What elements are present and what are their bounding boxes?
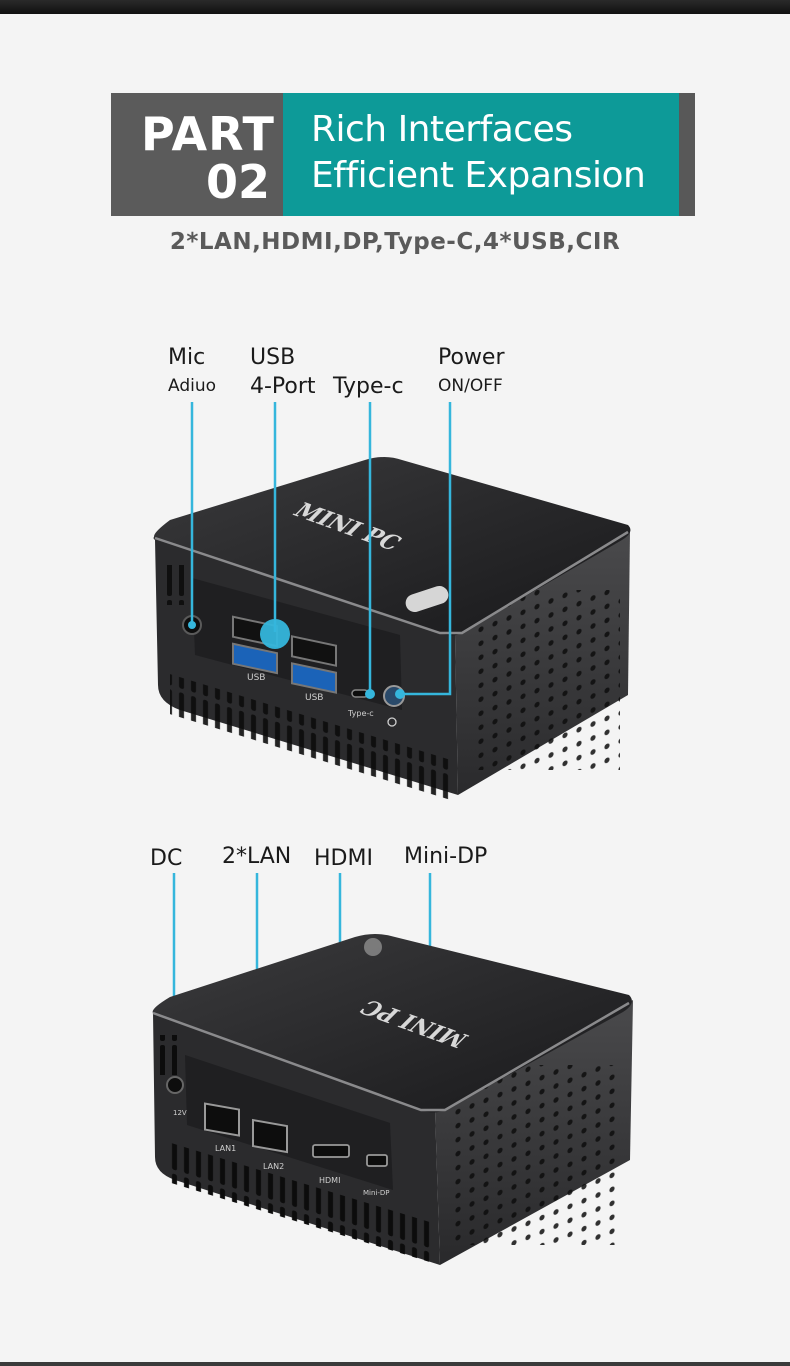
typec-port-label: Type-c	[347, 709, 374, 718]
usb-left-port-label: USB	[247, 673, 265, 683]
section-banner: PART 02 Rich Interfaces Efficient Expans…	[111, 93, 695, 216]
banner-title-line1: Rich Interfaces	[311, 109, 573, 150]
callout-hdmi: HDMI	[314, 846, 373, 871]
part-label: PART	[141, 107, 275, 161]
bottom-divider	[0, 1362, 790, 1366]
callout-minidp: Mini-DP	[404, 844, 488, 869]
mini-pc-back-image: MINI PC 12V LAN1 LAN2 HDMI Mini-DP	[152, 934, 633, 1265]
callout-lan: 2*LAN	[222, 844, 292, 869]
banner-title-line2: Efficient Expansion	[311, 155, 646, 196]
banner-edge	[679, 93, 695, 216]
callout-mic: Mic	[168, 345, 206, 370]
part-number: 02	[206, 155, 271, 209]
top-image-strip	[0, 0, 790, 14]
intel-logo	[405, 585, 449, 613]
usb-right-port-label: USB	[305, 693, 323, 703]
dc-port-label: 12V	[173, 1109, 187, 1117]
mini-pc-front-image: MINI PC USB USB Type-c	[153, 457, 631, 800]
minidp-port-label: Mini-DP	[363, 1189, 390, 1197]
lan1-port-label: LAN1	[215, 1144, 236, 1153]
callout-dc: DC	[150, 846, 183, 871]
callout-usb: USB	[250, 345, 296, 370]
callout-power: Power	[438, 345, 505, 370]
lan2-port-label: LAN2	[263, 1162, 284, 1171]
callout-power-sub: ON/OFF	[438, 376, 503, 396]
banner-part-block: PART 02	[111, 93, 283, 216]
hdmi-port-label: HDMI	[319, 1176, 340, 1185]
banner-title-block	[283, 93, 679, 216]
callout-mic-sub: Adiuo	[168, 376, 217, 396]
callout-typec: Type-c	[333, 374, 404, 399]
callout-usb-sub: 4-Port	[250, 374, 316, 399]
interface-summary: 2*LAN,HDMI,DP,Type-C,4*USB,CIR	[169, 229, 621, 255]
